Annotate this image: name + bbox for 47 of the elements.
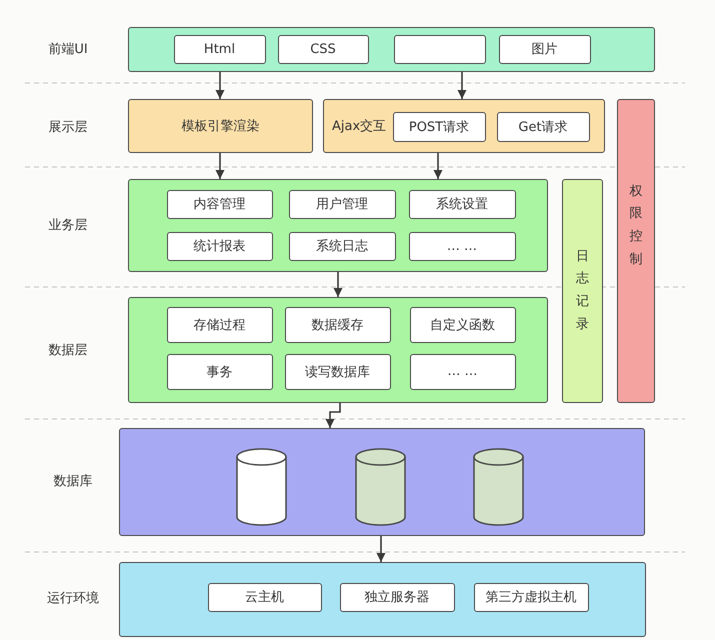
layer-band: [128, 297, 548, 403]
module-box: 事务: [166, 354, 272, 390]
module-box: 独立服务器: [340, 582, 454, 612]
module-box: … …: [410, 354, 516, 390]
module-box: 自定义函数: [410, 306, 516, 342]
arrow: [216, 153, 224, 179]
module-box: Get请求: [496, 112, 590, 142]
module-box: 模板引擎渲染: [128, 99, 313, 153]
module-box: 系统日志: [288, 232, 396, 260]
layer-band: [119, 428, 645, 536]
layer-label: 前端UI: [48, 41, 88, 58]
module-box: 统计报表: [166, 232, 272, 260]
group-box: [323, 99, 605, 153]
module-box: 用户管理: [288, 190, 396, 218]
module-box: CSS: [278, 34, 368, 64]
module-box: 读写数据库: [284, 354, 390, 390]
module-box: 云主机: [208, 582, 322, 612]
module-box: … …: [408, 232, 516, 260]
arrow: [434, 153, 442, 179]
arrow: [458, 72, 466, 99]
database-cylinder: [236, 448, 286, 526]
module-box: 系统设置: [408, 190, 516, 218]
module-box: 数据缓存: [284, 306, 390, 342]
database-cylinder: [354, 448, 406, 526]
module-box: 第三方虚拟主机: [474, 582, 588, 612]
arrow: [376, 536, 386, 562]
module-box: [394, 34, 486, 64]
arrow: [326, 403, 341, 428]
layer-label: 数据库: [54, 473, 92, 490]
module-box: 内容管理: [166, 190, 272, 218]
module-box: 存储过程: [166, 306, 272, 342]
layer-band: [128, 179, 548, 272]
group-label: Ajax交互: [332, 118, 386, 135]
side-bar-box: 日志记录: [562, 179, 603, 403]
layer-band: [119, 562, 646, 637]
arrow: [216, 72, 224, 99]
module-box: 图片: [498, 34, 590, 64]
layer-label: 运行环境: [47, 590, 99, 607]
layer-band: [128, 27, 655, 72]
layer-label: 数据层: [48, 342, 88, 359]
arrow: [334, 272, 342, 297]
layer-label: 业务层: [48, 217, 88, 234]
layer-label: 展示层: [48, 119, 88, 136]
module-box: POST请求: [392, 112, 486, 142]
module-box: Html: [174, 34, 266, 64]
database-cylinder: [472, 448, 524, 526]
side-bar-box: 权限控制: [617, 99, 655, 403]
